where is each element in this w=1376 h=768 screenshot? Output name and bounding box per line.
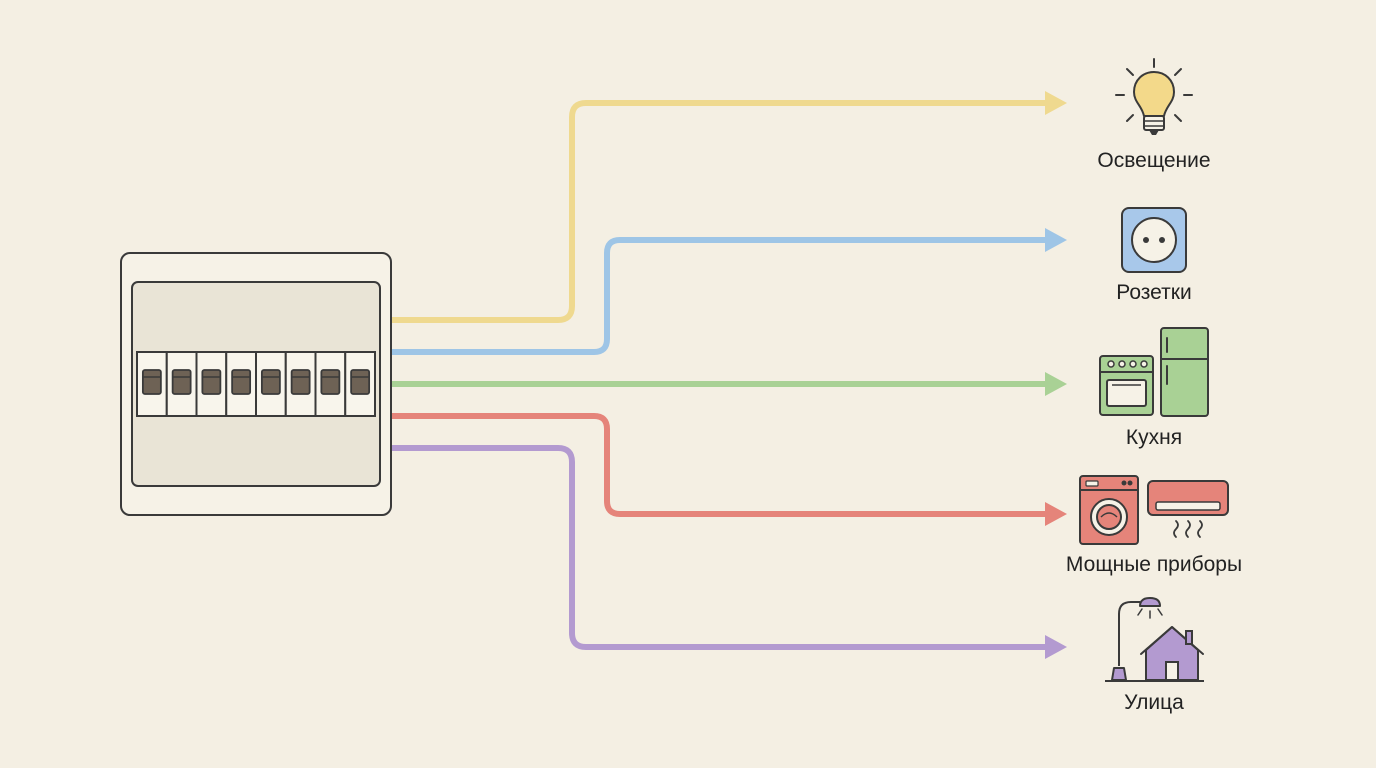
breaker-row: [136, 351, 376, 417]
breaker: [136, 351, 168, 417]
arrowheads: [1045, 91, 1067, 659]
breaker-handle: [260, 369, 281, 395]
labels: Освещение Розетки Кухня Мощные приборы У…: [1066, 149, 1242, 714]
breaker-handle: [350, 369, 371, 395]
wire-street: [389, 445, 1049, 650]
socket-icon: [1121, 207, 1187, 273]
label-kitchen: Кухня: [1126, 426, 1182, 449]
arrowhead-kitchen: [1045, 372, 1067, 396]
washer-ac-icon: [1079, 475, 1229, 545]
distribution-panel: [120, 252, 392, 516]
label-sockets: Розетки: [1116, 281, 1191, 304]
label-heavy: Мощные приборы: [1066, 553, 1242, 576]
breaker: [225, 351, 257, 417]
washer-icon: [1079, 475, 1139, 545]
breaker: [344, 351, 376, 417]
breaker: [314, 351, 347, 417]
wire-sockets: [389, 237, 1049, 355]
breaker: [195, 351, 228, 417]
arrowhead-sockets: [1045, 228, 1067, 252]
breaker: [284, 351, 317, 417]
arrowhead-lighting: [1045, 91, 1067, 115]
breaker-handle: [231, 369, 252, 395]
arrowhead-street: [1045, 635, 1067, 659]
breaker: [255, 351, 287, 417]
breaker-handle: [320, 369, 341, 395]
wire-heavy: [389, 413, 1049, 517]
house-icon: [1140, 626, 1204, 681]
label-lighting: Освещение: [1097, 149, 1210, 172]
street-lamp-icon: [1111, 597, 1163, 681]
fridge-icon: [1160, 327, 1209, 417]
breaker: [165, 351, 198, 417]
breaker-handle: [290, 369, 311, 395]
wires: [389, 100, 1049, 650]
wire-lighting: [389, 100, 1049, 323]
air-conditioner-icon: [1147, 480, 1229, 538]
breaker-handle: [171, 369, 192, 395]
arrowhead-heavy: [1045, 502, 1067, 526]
stove-fridge-icon: [1099, 327, 1209, 417]
stove-icon: [1099, 355, 1154, 416]
label-street: Улица: [1124, 691, 1184, 714]
breaker-handle: [201, 369, 222, 395]
lightbulb-icon: [1115, 58, 1193, 135]
streetlamp-house-icon: [1105, 597, 1204, 682]
breaker-handle: [141, 369, 162, 395]
